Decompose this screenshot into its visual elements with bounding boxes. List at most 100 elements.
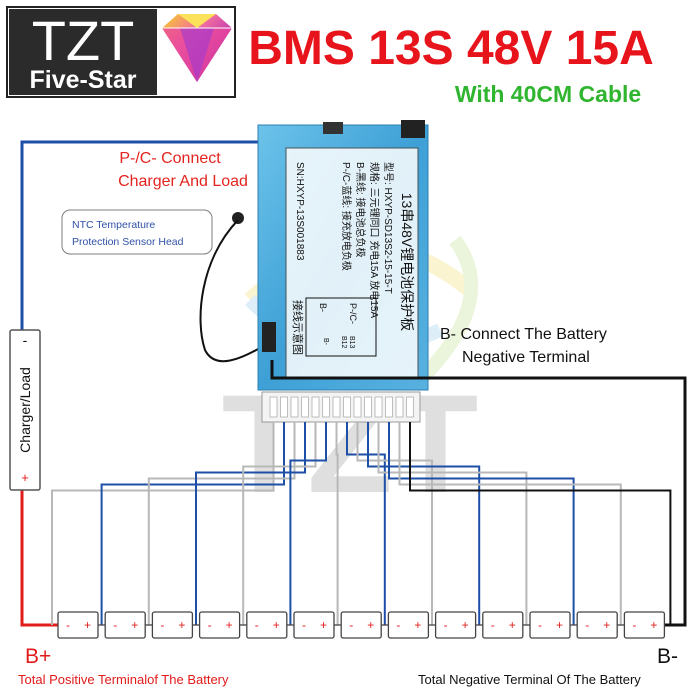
board-line-2: 型号: HXYP-SD13S2-15-15-T bbox=[382, 162, 395, 294]
cell-plus: + bbox=[414, 618, 421, 632]
cell-plus: + bbox=[178, 618, 185, 632]
cell-plus: + bbox=[509, 618, 516, 632]
board-print: 13串48V锂电池保护板 型号: HXYP-SD13S2-15-15-T 规格:… bbox=[294, 162, 415, 331]
watermark-text: TZT bbox=[222, 365, 479, 522]
connector-pin bbox=[290, 396, 299, 418]
total-positive-label: Total Positive Terminalof The Battery bbox=[18, 672, 229, 687]
cell-minus: - bbox=[585, 618, 589, 632]
cell-plus: + bbox=[367, 618, 374, 632]
battery-cell: -+ bbox=[387, 611, 430, 639]
balance-wire bbox=[242, 422, 317, 625]
page-subtitle: With 40CM Cable bbox=[455, 81, 641, 107]
balance-wire bbox=[289, 422, 327, 625]
cell-minus: - bbox=[302, 618, 306, 632]
connector-pin bbox=[322, 396, 330, 418]
battery-cell: -+ bbox=[104, 611, 146, 639]
cell-minus: - bbox=[255, 618, 259, 632]
connector-pin bbox=[385, 396, 393, 418]
bminus-connect-label: B- Connect The Battery bbox=[440, 326, 607, 343]
ntc-label: NTC Temperature bbox=[72, 219, 155, 231]
pc-connect-label-2: Charger And Load bbox=[118, 173, 248, 190]
balance-wire bbox=[335, 422, 339, 625]
battery-cell: -+ bbox=[482, 611, 524, 639]
connector-pin bbox=[374, 396, 383, 418]
cell-minus: - bbox=[66, 618, 70, 632]
balance-wire bbox=[346, 422, 386, 625]
logo: TZT Five-Star bbox=[6, 6, 236, 98]
board-pad-b13: B13 bbox=[348, 336, 355, 349]
balance-wire bbox=[147, 422, 296, 625]
bminus-wire bbox=[270, 360, 687, 627]
cell-minus: - bbox=[632, 618, 636, 632]
battery-cell: -+ bbox=[293, 611, 335, 639]
balance-wire bbox=[195, 422, 306, 625]
battery-cell: -+ bbox=[246, 611, 288, 639]
balance-wires bbox=[51, 422, 672, 625]
ntc-sensor-icon bbox=[232, 212, 244, 224]
cell-minus: - bbox=[444, 618, 448, 632]
bms-board: 13串48V锂电池保护板 型号: HXYP-SD13S2-15-15-T 规格:… bbox=[257, 120, 429, 391]
board-pad-bminus: B- bbox=[318, 303, 328, 312]
charger-plus: + bbox=[21, 470, 29, 485]
battery-cell: -+ bbox=[576, 611, 618, 639]
balance-wire bbox=[51, 422, 275, 625]
ntc-cable bbox=[199, 219, 266, 363]
balance-wire bbox=[398, 422, 622, 625]
cell-minus: - bbox=[396, 618, 400, 632]
balance-wire bbox=[377, 422, 528, 625]
charger-load-box bbox=[9, 329, 41, 491]
connector-pin bbox=[364, 396, 372, 418]
cell-plus: + bbox=[650, 618, 657, 632]
board-line-3: 规格: 三元锂同口 充电15A 放电15A bbox=[368, 162, 381, 318]
battery-cell: -+ bbox=[434, 611, 477, 639]
battery-cell: -+ bbox=[57, 611, 99, 639]
balance-wire bbox=[100, 422, 285, 625]
connector-pin bbox=[353, 396, 362, 418]
balance-wire bbox=[409, 422, 672, 625]
balance-wire bbox=[388, 422, 575, 625]
board-pad-b12: B12 bbox=[340, 336, 347, 349]
cell-minus: - bbox=[160, 618, 164, 632]
battery-cell: -+ bbox=[198, 611, 241, 639]
connector-pin bbox=[406, 396, 414, 418]
charger-load-label: Charger/Load bbox=[17, 367, 33, 453]
battery-cell: -+ bbox=[340, 611, 382, 639]
battery-cell: -+ bbox=[623, 611, 666, 639]
connector-pin bbox=[332, 396, 341, 418]
bminus-connect-label-2: Negative Terminal bbox=[462, 349, 590, 366]
pc-wire bbox=[20, 140, 285, 330]
cell-minus: - bbox=[113, 618, 117, 632]
ntc-label-2: Protection Sensor Head bbox=[72, 236, 184, 248]
cell-plus: + bbox=[603, 618, 610, 632]
cell-minus: - bbox=[538, 618, 542, 632]
balance-connector bbox=[261, 391, 421, 423]
bplus-label: B+ bbox=[25, 645, 51, 668]
connector-pin bbox=[269, 396, 278, 418]
connector-pin bbox=[311, 396, 320, 418]
pc-connect-label: P-/C- Connect bbox=[119, 150, 221, 167]
cell-minus: - bbox=[349, 618, 353, 632]
balance-wire bbox=[356, 422, 433, 625]
board-line-5: P-/C-蓝线: 接充放电负极 bbox=[340, 162, 353, 271]
ntc-box bbox=[61, 209, 213, 255]
board-wiring-title: 接线示意图 bbox=[291, 300, 305, 355]
bminus-label: B- bbox=[657, 645, 678, 668]
charger-minus: - bbox=[23, 332, 28, 348]
board-serial: SN:HXYP-13S001883 bbox=[294, 162, 305, 261]
board-wiring-legend: P-/C- B- B13 B12 B- bbox=[318, 303, 358, 349]
battery-cells: -+-+-+-+-+-+-+-+-+-+-+-+-+ bbox=[57, 611, 666, 639]
connector-pin bbox=[343, 396, 351, 418]
connector-pin bbox=[280, 396, 288, 418]
cell-minus: - bbox=[208, 618, 212, 632]
cell-plus: + bbox=[84, 618, 91, 632]
balance-wire bbox=[367, 422, 481, 625]
board-line-1: 13串48V锂电池保护板 bbox=[399, 193, 415, 331]
cell-plus: + bbox=[320, 618, 327, 632]
connector-pin bbox=[301, 396, 309, 418]
board-line-4: B-黑线: 接电池总负极 bbox=[354, 162, 367, 258]
page-title: BMS 13S 48V 15A bbox=[248, 22, 654, 75]
cell-plus: + bbox=[273, 618, 280, 632]
connector-pin bbox=[395, 396, 404, 418]
diamond-icon bbox=[162, 14, 232, 82]
